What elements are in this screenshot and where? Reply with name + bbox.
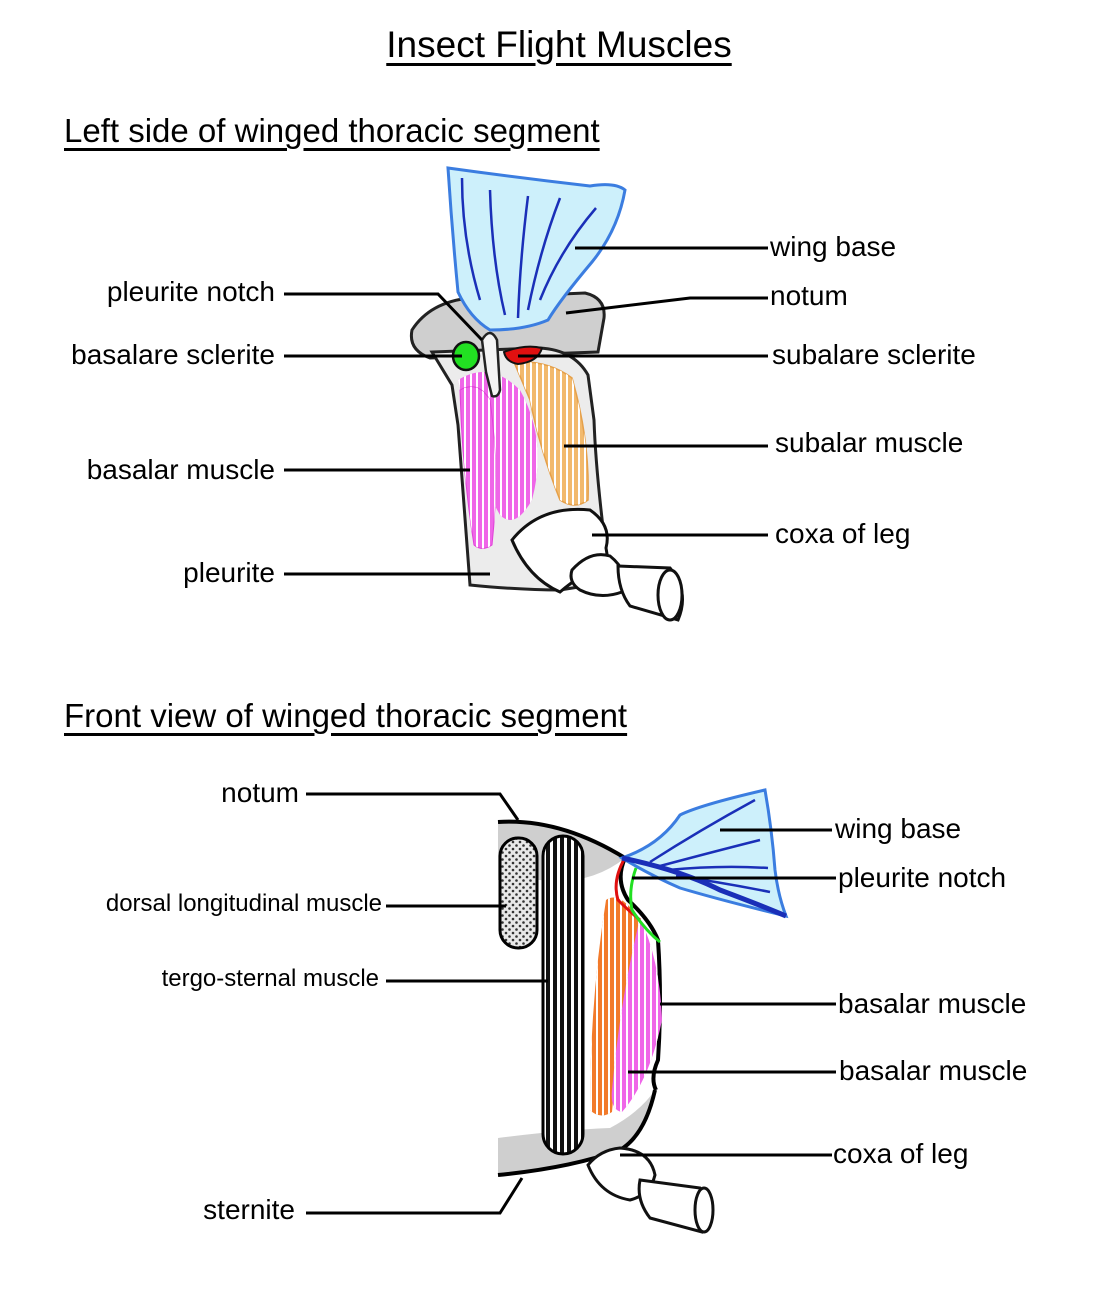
side-basalar-muscle-shape [458, 372, 538, 549]
front-dorsal-longitudinal-muscle-shape [498, 836, 539, 950]
side-view-heading: Left side of winged thoracic segment [64, 112, 600, 149]
front-leader-sternite [306, 1177, 524, 1215]
side-leader-notum [565, 296, 768, 315]
front-tergo-sternal-muscle-shape [541, 834, 585, 1156]
label-side-coxa-of-leg: coxa of leg [775, 518, 911, 549]
label-front-notum: notum [221, 777, 299, 808]
front-wing-base-shape [618, 788, 789, 919]
label-side-pleurite-notch: pleurite notch [106, 276, 275, 307]
side-leader-pleurite-notch [284, 292, 484, 342]
label-front-basalar-muscle-1: basalar muscle [838, 988, 1027, 1019]
front-basalar-muscle-shape [590, 897, 662, 1116]
label-side-basalare-sclerite: basalare sclerite [71, 339, 275, 370]
side-view-diagram [284, 166, 768, 622]
label-front-dorsal-longitudinal-muscle: dorsal longitudinal muscle [105, 890, 382, 917]
label-side-basalar-muscle: basalar muscle [86, 454, 275, 485]
label-front-tergo-sternal-muscle: tergo-sternal muscle [161, 965, 379, 992]
label-front-sternite: sternite [203, 1194, 295, 1225]
diagram-title: Insect Flight Muscles [386, 24, 732, 65]
label-side-subalare-sclerite: subalare sclerite [772, 339, 976, 370]
label-side-pleurite: pleurite [183, 557, 275, 588]
label-front-pleurite-notch: pleurite notch [838, 862, 1007, 893]
label-side-notum: notum [770, 280, 848, 311]
front-coxa-shape [586, 1146, 715, 1234]
label-side-subalar-muscle: subalar muscle [775, 427, 964, 458]
front-view-heading: Front view of winged thoracic segment [64, 697, 628, 734]
label-front-basalar-muscle-2: basalar muscle [839, 1055, 1028, 1086]
side-wing-base-shape [446, 166, 627, 332]
label-side-wing-base: wing base [770, 231, 897, 262]
label-front-coxa-of-leg: coxa of leg [833, 1138, 969, 1169]
side-coxa-shape [510, 507, 684, 622]
side-subalar-muscle-shape [512, 361, 589, 506]
front-leader-notum [306, 792, 520, 821]
front-view-diagram [306, 788, 836, 1234]
label-front-wing-base: wing base [835, 813, 962, 844]
